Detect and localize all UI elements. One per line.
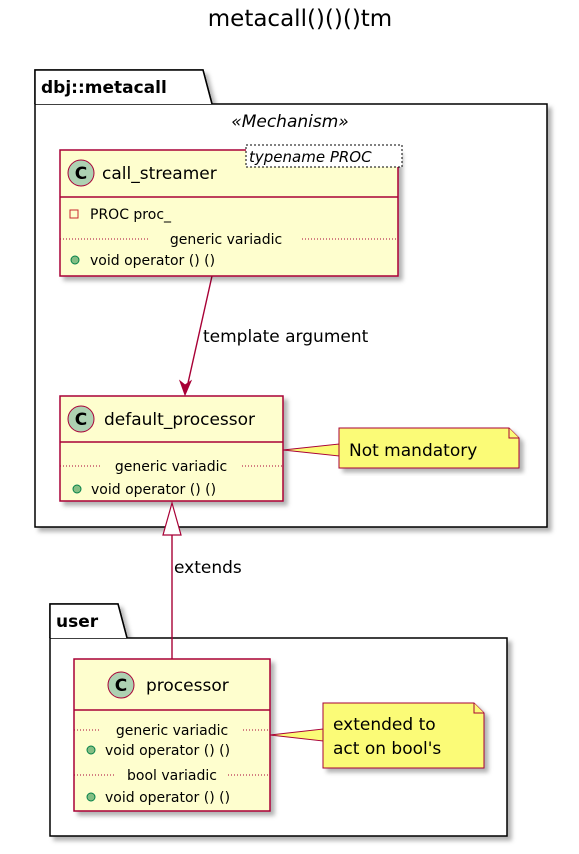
template-box xyxy=(245,144,403,168)
class-default-processor: C default_processor generic variadic voi… xyxy=(59,395,284,502)
extends-triangle xyxy=(162,500,182,536)
class-method: void operator () () xyxy=(90,253,215,269)
class-circle-letter: C xyxy=(75,410,87,430)
relation-extends: extends xyxy=(162,500,242,659)
note-box xyxy=(338,427,520,469)
relation-label: extends xyxy=(174,558,242,578)
class-circle-icon xyxy=(67,405,95,433)
separator-label: bool variadic xyxy=(127,768,217,784)
note-fold xyxy=(508,428,519,439)
class-circle-icon xyxy=(67,159,95,187)
note-box xyxy=(322,702,485,769)
note-fold xyxy=(473,703,484,714)
separator-label: generic variadic xyxy=(116,723,228,739)
package-name: dbj::metacall xyxy=(41,78,167,98)
template-parameter: typename PROC xyxy=(249,148,372,166)
class-name: call_streamer xyxy=(102,164,217,184)
diagram-title: metacall()()()tm xyxy=(208,6,392,32)
public-icon xyxy=(86,745,96,755)
class-name: processor xyxy=(146,676,229,696)
arrow-line xyxy=(185,275,213,393)
class-method: void operator () () xyxy=(91,482,216,498)
package-stereotype: «Mechanism» xyxy=(231,112,349,132)
separator-label: generic variadic xyxy=(115,459,227,475)
arrow-head xyxy=(178,379,193,397)
note-not-mandatory: Not mandatory xyxy=(282,427,520,469)
separator-label: generic variadic xyxy=(170,232,282,248)
relation-template-argument: template argument xyxy=(178,275,369,397)
note-text: Not mandatory xyxy=(349,441,477,461)
class-circle-letter: C xyxy=(115,676,127,696)
class-name: default_processor xyxy=(104,410,255,430)
class-call-streamer: C call_streamer typename PROC PROC proc_… xyxy=(59,144,403,277)
class-box xyxy=(59,395,284,502)
class-box xyxy=(73,658,271,812)
note-extended: extended to act on bool's xyxy=(269,702,485,769)
public-icon xyxy=(70,255,80,265)
note-text-line1: extended to xyxy=(333,715,436,735)
public-icon xyxy=(72,484,82,494)
note-text-line2: act on bool's xyxy=(333,739,441,759)
class-processor: C processor generic variadic void operat… xyxy=(73,658,271,812)
class-circle-icon xyxy=(107,671,135,699)
class-box xyxy=(59,149,399,277)
public-icon xyxy=(86,792,96,802)
package-name: user xyxy=(56,612,99,632)
class-field: PROC proc_ xyxy=(90,207,172,223)
class-method: void operator () () xyxy=(105,790,230,806)
class-method: void operator () () xyxy=(105,743,230,759)
private-icon xyxy=(69,209,79,219)
class-circle-letter: C xyxy=(75,164,87,184)
relation-label: template argument xyxy=(203,327,369,347)
